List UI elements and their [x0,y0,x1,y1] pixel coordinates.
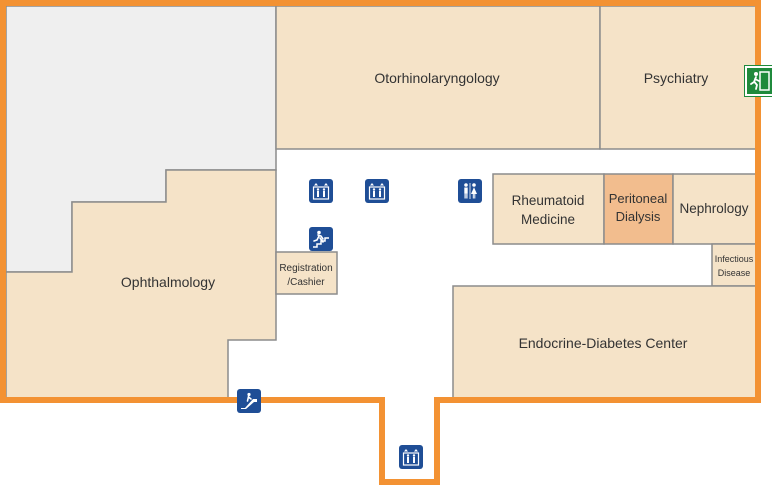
label-peritoneal-line2: Dialysis [616,209,661,224]
label-registration-line2: /Cashier [287,277,325,288]
label-ophthalmology: Ophthalmology [121,274,215,290]
label-peritoneal-line1: Peritoneal [609,191,668,206]
elevator-icon[interactable] [399,445,423,469]
label-nephrology: Nephrology [679,201,748,216]
label-endocrine-diabetes-center: Endocrine-Diabetes Center [519,335,688,351]
label-rheumatoid-line2: Medicine [521,212,575,227]
room-peritoneal-dialysis[interactable] [603,173,674,245]
emergency-exit-icon[interactable] [745,66,772,96]
escalator-icon[interactable] [237,389,261,413]
label-registration-line1: Registration [279,263,332,274]
label-psychiatry: Psychiatry [644,70,709,86]
label-rheumatoid-line1: Rheumatoid [512,193,585,208]
label-otorhinolaryngology: Otorhinolaryngology [374,70,499,86]
room-registration-cashier[interactable] [275,251,338,295]
elevator-icon[interactable] [309,179,333,203]
elevator-icon[interactable] [365,179,389,203]
label-infectious-line1: Infectious [715,254,754,264]
restroom-icon[interactable] [458,179,482,203]
label-infectious-line2: Disease [718,268,751,278]
room-rheumatoid-medicine[interactable] [492,173,605,245]
room-otorhinolaryngology[interactable] [275,5,601,150]
room-infectious-disease[interactable] [711,243,757,287]
stairs-icon[interactable] [309,227,333,251]
